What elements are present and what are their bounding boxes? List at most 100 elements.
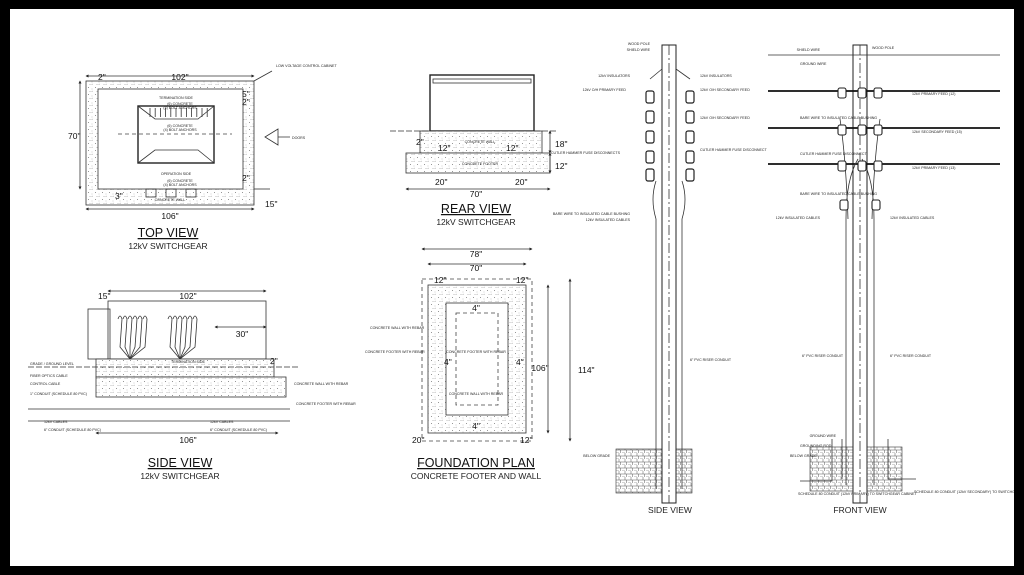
top-view-switchgear [137,105,215,164]
insulator-icon [873,160,883,172]
insulator-icon [645,168,655,182]
dimension-label: 12" [520,435,532,445]
top-view-title: TOP VIEW [138,226,199,240]
annotation: WOOD POLE [872,46,895,50]
rear-view: 2"12"12"18"12"20"20"70" CONCRETE WALLCON… [390,74,567,227]
annotation: 6" PVC RISER CONDUIT [690,358,732,362]
annotation: BELOW GRADE [583,454,610,458]
dimension-label: 15" [265,199,277,209]
insulator-icon [873,87,883,99]
dimension-label: 20" [515,177,527,187]
insulator-icon [873,124,883,136]
annotation: (6) CONCRETE [167,102,193,106]
top-view: TERMINATION SIDE (6) CONCRETE(4) BOLT ANC… [68,64,337,251]
dimension-label: 4" [444,357,452,367]
top-view-subtitle: 12kV SWITCHGEAR [128,241,207,251]
annotation: GROUND WIRE [810,434,837,438]
pole-side-title: SIDE VIEW [648,505,692,515]
dimension-label: 70" [68,131,80,141]
dimension-label: 2" [98,72,106,82]
annotation: FIBER OPTICS CABLE [30,374,68,378]
cable [179,315,198,360]
insulator-icon [837,160,847,172]
annotation: TERMINATION SIDE [171,360,205,364]
cable [177,315,183,359]
insulator-icon [645,150,655,164]
rear-view-subtitle: 12kV SWITCHGEAR [436,217,515,227]
annotation: CONCRETE WALL WITH REBAR [449,392,504,396]
insulator-icon [837,87,847,99]
side-view-title: SIDE VIEW [148,456,213,470]
dimension-label: 3" [115,191,123,201]
foundation-plan: 78"70"12"12"106"114"20"12"4"4"4"4" CONCR… [365,247,595,481]
annotation: 12kV CABLES [210,420,234,424]
dimension-label: 15" [98,291,110,301]
dimension-label: 106" [179,435,196,445]
annotation: 6" PVC RISER CONDUIT [890,354,932,358]
side-view-footer [95,376,287,398]
insulator-icon [857,124,867,136]
annotation: 12kV INSULATED CABLES [890,216,935,220]
annotation: CONCRETE WALL [465,140,496,144]
insulator-icon [857,87,867,99]
rear-view-title: REAR VIEW [441,202,511,216]
cable [179,315,188,360]
annotation: SCHEDULE 80 CONDUIT (12kV PRIMARY) TO SW… [798,492,917,496]
annotation: CUTLER HAMMER FUSE DISCONNECT [800,152,867,156]
dimension-label: 70" [470,263,482,273]
cable [172,315,181,360]
foundation-subtitle: CONCRETE FOOTER AND WALL [411,471,542,481]
anchor-pad [165,188,177,198]
annotation: 12kV INSULATORS [598,74,630,78]
dimension-label: 102" [171,72,188,82]
pole-front-title: FRONT VIEW [833,505,886,515]
dimension-label: 114" [578,365,595,375]
cable-bundles [117,315,198,360]
annotation: OPERATION SIDE [161,172,192,176]
front-insulators [837,87,883,211]
annotation: 6" PVC RISER CONDUIT [802,354,844,358]
side-view-dims: 15"102"30"2"106" [98,291,278,445]
dimension-label: 5" [242,89,250,99]
annotation: CONCRETE WALL [155,198,186,202]
dimension-label: 106" [531,363,548,373]
dimension-label: 106" [161,211,178,221]
annotation: GROUNDING ROD [800,444,832,448]
annotation: CONCRETE FOOTER WITH REBAR [365,350,425,354]
annotation: SCHEDULE 80 CONDUIT (12kV SECONDARY) TO … [914,490,1014,494]
annotation: BELOW GRADE [790,454,817,458]
annotation: 12kV O/H PRIMARY FEED [583,88,627,92]
foundation-notes: CONCRETE WALL WITH REBAR CONCRETE FOOTER … [365,326,506,396]
annotation: 12kV INSULATED CABLES [586,218,631,222]
dimension-label: 78" [470,249,482,259]
annotation: TERMINATION SIDE [159,96,193,100]
annotation: CONCRETE WALL WITH REBAR [294,382,349,386]
insulator-icon [837,124,847,136]
annotation: 12kV SECONDARY FEED (15) [912,130,962,134]
annotation: CONCRETE WALL WITH REBAR [370,326,425,330]
annotation: 12kV CABLES [44,420,68,424]
anchor-pad [185,188,197,198]
dimension-label: 102" [179,291,196,301]
annotation: GROUND WIRE [800,62,827,66]
dimension-label: 4" [516,357,524,367]
annotation: 12kV PRIMARY FEED (13) [912,166,955,170]
dimension-label: 4" [472,303,480,313]
drawing-sheet: TERMINATION SIDE (6) CONCRETE(4) BOLT ANC… [10,9,1024,566]
annotation: 6" CONDUIT (SCHEDULE 80 PVC) [44,428,101,432]
insulator-icon [685,168,695,182]
annotation: (4) BOLT ANCHORS [163,106,197,110]
annotation: BARE WIRE TO INSULATED CABLE BUSHING [800,192,877,196]
side-view-subtitle: 12kV SWITCHGEAR [140,471,219,481]
dimension-label: 20" [412,435,424,445]
cable [179,315,193,360]
footer-outline [421,278,533,442]
annotation: CONTROL CABLE [30,382,61,386]
annotation: CUTLER HAMMER FUSE DISCONNECTS [551,151,621,155]
insulator-stacks [645,68,695,220]
cable [122,315,131,360]
